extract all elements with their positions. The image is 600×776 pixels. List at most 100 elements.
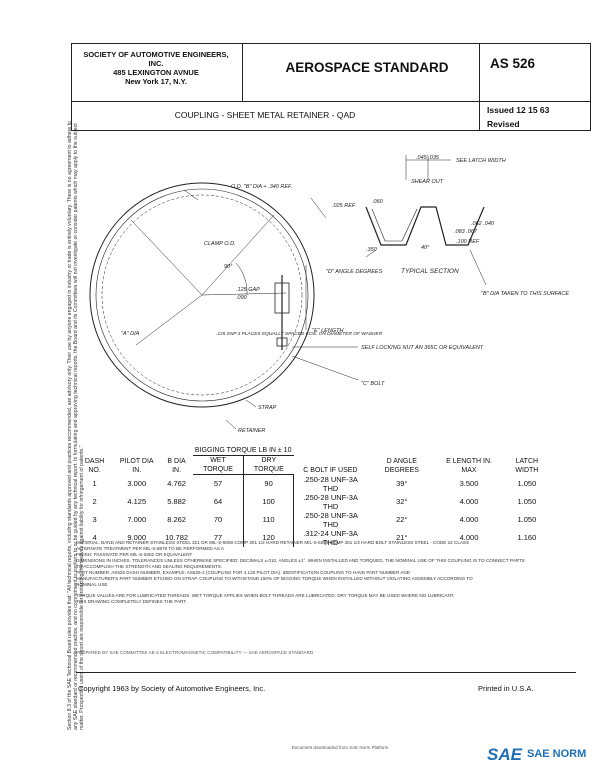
label-dim-100: .100 REF	[456, 239, 480, 245]
label-e-length: "E" LENGTH	[312, 328, 343, 334]
cell: 120	[243, 528, 295, 547]
cell: 1.050	[517, 497, 537, 506]
label-b-dia-taken: "B" DIA TAKEN TO THIS SURFACE	[481, 291, 569, 297]
label-gap: .125 GAP	[236, 287, 260, 293]
note-line: NOMINAL USE.	[76, 582, 109, 587]
society-line: New York 17, N.Y.	[125, 77, 187, 86]
cell: 4.000	[459, 533, 479, 542]
cell: 64	[192, 492, 245, 511]
note-line: TORQUE VALUES ARE FOR LUBRICATED THREADS…	[76, 593, 455, 598]
label-od-b-dia: O.D. "B" DIA + .340 REF.	[231, 184, 292, 190]
note-line: DIMENSIONS IN INCHES. TOLERANCES UNLESS …	[76, 558, 525, 563]
cell: 1.050	[517, 479, 537, 488]
standard-number: AS 526	[490, 56, 536, 71]
label-gap-2: .090	[236, 295, 248, 301]
cell: .312-24 UNF-3A THD	[303, 528, 358, 547]
label-spot-weld: .125 SNP 3 PLACES EQUALLY SPACED COS. ON…	[216, 331, 383, 337]
cell: 5.882	[167, 497, 186, 506]
society-line: 485 LEXINGTON AVNUE	[113, 68, 199, 77]
revised-label: Revised	[487, 119, 520, 129]
note-line: THIS DRAWING COMPLETELY DEFINES THE PART…	[76, 599, 187, 604]
label-dim-025: .025 REF	[332, 203, 356, 209]
col-header-d-angle: D ANGLE DEGREES	[384, 457, 419, 474]
note-line: ALTERNATE TREATMENT PER MIL-S-8879 TO BE…	[76, 546, 224, 551]
issued-date: Issued 12 15 63	[487, 105, 550, 115]
printed-in: Printed in U.S.A.	[478, 684, 534, 693]
cell: 32°	[396, 497, 408, 506]
label-self-locking: SELF LOCKING NUT AN 365C OR EQUIVALENT	[361, 345, 484, 351]
leader-line	[469, 249, 487, 286]
section-dim	[365, 249, 377, 258]
cell: 1.050	[517, 515, 537, 524]
cell: 10.782	[165, 533, 189, 542]
cell: 7.000	[127, 515, 147, 524]
cell: 2	[92, 497, 97, 506]
cell: 100	[243, 492, 295, 511]
table-row: 4 9.000 10.782 77 120 .312-24 UNF-3A THD…	[76, 528, 552, 547]
clamp-outer-circle	[89, 182, 315, 408]
cell: 4.000	[459, 515, 479, 524]
label-a-dia: "A" DIA	[121, 331, 140, 337]
label-dim-083: .083 .067	[454, 229, 478, 235]
table-row: 1 3.000 4.762 57 90 .250-28 UNF-3A THD 3…	[76, 474, 552, 493]
cell: 8.262	[167, 515, 186, 524]
label-see-latch-width: SEE LATCH WIDTH	[456, 158, 506, 164]
cell: 4.125	[127, 497, 147, 506]
header-divider	[242, 44, 243, 102]
col-header-torque: BIGGING TORQUE LB IN ± 10	[192, 446, 294, 456]
society-name: SOCIETY OF AUTOMOTIVE ENGINEERS, INC. 48…	[76, 50, 236, 86]
header-divider	[72, 101, 590, 102]
section-profile	[365, 206, 485, 246]
cell: 3.500	[459, 479, 479, 488]
society-line: SOCIETY OF AUTOMOTIVE ENGINEERS, INC.	[83, 50, 229, 68]
strap-circle	[101, 194, 303, 396]
col-header-wet: WET TORQUE	[192, 455, 245, 475]
coupling-drawing: SEE LATCH WIDTH .045 .035 O.D. "B" DIA +…	[89, 155, 569, 434]
leader-line	[225, 419, 237, 430]
issue-block: Issued 12 15 63 Revised	[487, 103, 549, 131]
col-header-e-length: E LENGTH IN. MAX	[446, 457, 492, 474]
col-header-dry: DRY TORQUE	[243, 455, 294, 475]
label-c-bolt: "C" BOLT	[361, 381, 385, 387]
copyright: Copyright 1963 by Society of Automotive …	[78, 684, 266, 693]
col-header-c-bolt: C BOLT IF USED	[303, 466, 358, 474]
cell: 4.000	[459, 497, 479, 506]
leader-line	[183, 189, 199, 201]
cell: 22°	[396, 515, 408, 524]
cell: 70	[192, 510, 245, 529]
cell: 4	[92, 533, 97, 542]
label-strap: STRAP	[258, 405, 277, 411]
radius-line	[201, 214, 275, 296]
locking-nut	[276, 337, 288, 347]
label-typical-section: TYPICAL SECTION	[401, 268, 459, 275]
cell: 3.000	[127, 479, 147, 488]
cell: 9.000	[127, 533, 147, 542]
label-d-angle: "D" ANGLE DEGREES	[326, 269, 383, 275]
logo-text: SAE NORM	[527, 748, 587, 760]
table-row: 3 7.000 8.262 70 110 .250-28 UNF-3A THD …	[76, 510, 552, 529]
cell: 39°	[396, 479, 408, 488]
label-dim-r: .062 .040	[471, 221, 495, 227]
logo-mark: SAE	[487, 745, 522, 764]
note-line: MATERIAL: BAND AND RETAINER STAINLESS ST…	[76, 540, 470, 545]
label-dim-350: .350	[366, 247, 378, 253]
cell: .250-28 UNF-3A THD	[303, 492, 358, 511]
cell: .250-28 UNF-3A THD	[303, 510, 358, 529]
note-line: FINISH: PASSIVATE PER MIL-S-5002 OR EQUI…	[76, 552, 193, 557]
notes-block: MATERIAL: BAND AND RETAINER STAINLESS ST…	[76, 540, 576, 605]
angle-arc	[235, 262, 248, 296]
cell: 3	[92, 515, 97, 524]
cell: 4.762	[167, 479, 186, 488]
note-line: MANUFACTURER'S PART NUMBER ETCHED ON STR…	[76, 576, 473, 581]
clamp-inner-circle	[95, 188, 309, 402]
footer-rule	[76, 672, 576, 673]
note-line: PART NUMBER: AS526 DASH NUMBER, EXAMPLE:…	[76, 570, 410, 575]
label-retainer: RETAINER	[238, 428, 265, 434]
cell: .250-28 UNF-3A THD	[303, 474, 358, 493]
cell: 90	[243, 474, 295, 493]
cell: 1.160	[517, 533, 537, 542]
label-dim-045: .045 .035	[416, 155, 440, 161]
label-angle-90: 90°	[224, 264, 233, 270]
col-header-pilot: PILOT DIA IN.	[119, 457, 154, 474]
col-header-latch: LATCH WIDTH	[515, 457, 539, 474]
